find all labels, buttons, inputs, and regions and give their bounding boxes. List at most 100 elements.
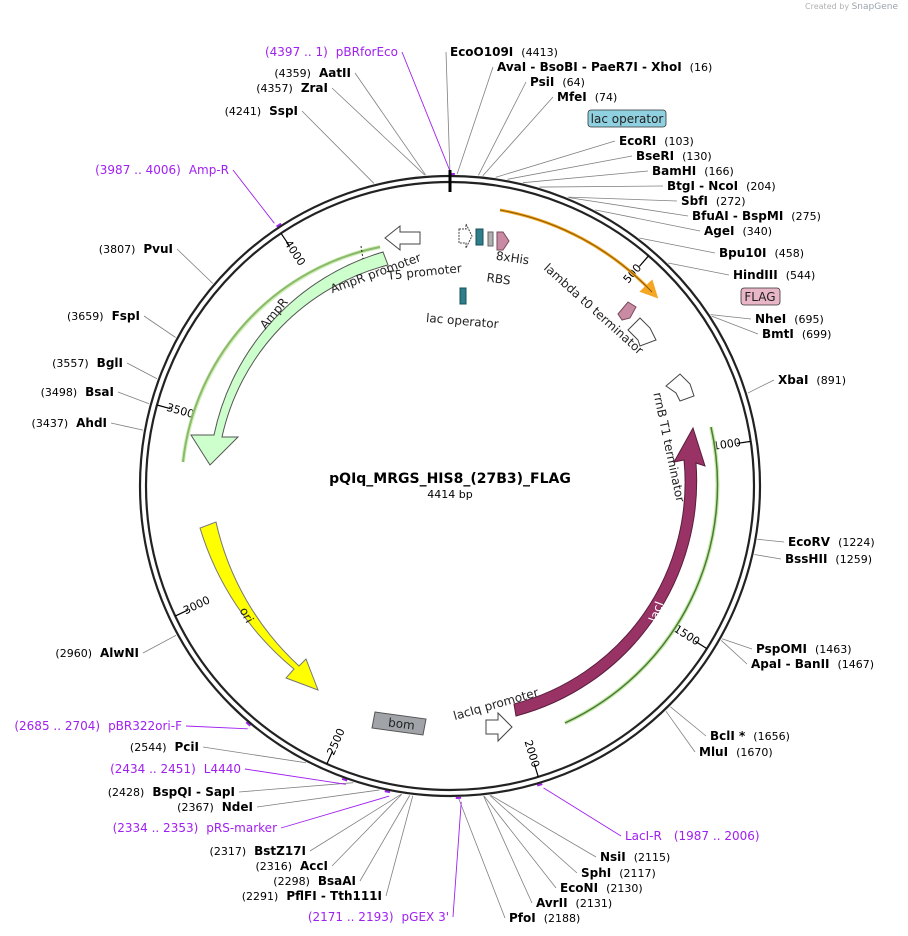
tick-mark (156, 404, 171, 410)
primer-binding-mark (276, 222, 282, 228)
rbs-box[interactable] (487, 231, 494, 247)
restriction-site-label[interactable]: (4359)AatII (274, 66, 351, 80)
leader-line (238, 782, 354, 793)
leader-line (490, 794, 597, 858)
his-tag-arrow[interactable] (496, 231, 510, 251)
restriction-site-label[interactable]: AvrII(2131) (536, 896, 612, 910)
lambda-terminator-arrow[interactable] (627, 317, 657, 347)
primer-binding-mark (384, 790, 391, 794)
restriction-site-label[interactable]: AgeI(340) (704, 224, 772, 238)
tick-mark (638, 255, 650, 267)
restriction-site-label[interactable]: SbfI(272) (681, 194, 746, 208)
restriction-site-label[interactable]: (3659)FspI (67, 309, 140, 323)
leader-line (720, 640, 748, 665)
restriction-site-label[interactable]: PsiI(64) (530, 75, 585, 89)
lac-operator-box-2[interactable] (459, 287, 467, 305)
tick-mark (280, 232, 290, 246)
primer-leader-line (232, 169, 275, 224)
leader-line (301, 110, 375, 184)
leader-line (202, 746, 307, 764)
restriction-site-label[interactable]: (3437)AhdI (32, 416, 107, 430)
restriction-site-label[interactable]: PfoI(2188) (509, 911, 580, 925)
bom-box[interactable] (371, 711, 427, 736)
restriction-site-label[interactable]: HindIII(544) (733, 268, 815, 282)
restriction-site-label[interactable]: (2317)BstZ17I (210, 844, 306, 858)
restriction-site-label[interactable]: BseRI(130) (636, 149, 712, 163)
tick-mark (174, 609, 189, 617)
restriction-site-label[interactable]: NheI(695) (755, 312, 824, 326)
restriction-site-label[interactable]: EcoNI(2130) (560, 881, 643, 895)
primer-leader-line (543, 787, 622, 837)
restriction-site-label[interactable]: (2428)BspQI - SapI (108, 785, 235, 799)
restriction-site-label[interactable]: BmtI(699) (762, 327, 831, 341)
tick-mark (736, 440, 751, 445)
leader-line (331, 87, 425, 176)
restriction-site-label[interactable]: (3807)PvuI (99, 242, 173, 256)
primer-label[interactable]: (2171 .. 2193)pGEX 3' (308, 910, 449, 924)
restriction-site-label[interactable]: EcoRI(103) (619, 134, 694, 148)
leader-line (567, 196, 678, 202)
restriction-site-label[interactable]: BssHII(1259) (785, 552, 872, 566)
leader-line (385, 795, 414, 897)
leader-line (309, 793, 402, 852)
restriction-site-label[interactable]: (3557)BglI (52, 356, 123, 370)
ampr-arrow[interactable] (190, 251, 389, 466)
restriction-site-label[interactable]: (2291)PflFI - Tth111I (242, 889, 382, 903)
restriction-site-label[interactable]: MluI(1670) (699, 745, 773, 759)
restriction-site-label[interactable]: Bpu10I(458) (719, 246, 804, 260)
restriction-site-label[interactable]: BfuAI - BspMI(275) (692, 209, 821, 223)
primer-label[interactable]: (2685 .. 2704)pBR322ori-F (14, 719, 182, 733)
laci-arrow[interactable] (513, 426, 706, 717)
restriction-site-label[interactable]: (2316)AccI (255, 859, 328, 873)
flag-tag-box[interactable] (740, 287, 781, 306)
flag-tag-label: FLAG (744, 290, 775, 304)
flag-arrow[interactable] (617, 301, 637, 321)
leader-line (747, 379, 775, 394)
rrnb-terminator-arrow[interactable] (665, 373, 695, 402)
primer-binding-mark (245, 721, 251, 727)
restriction-site-label[interactable]: EcoRV(1224) (788, 535, 875, 549)
restriction-site-label[interactable]: BtgI - NcoI(204) (667, 179, 776, 193)
leader-line (523, 170, 649, 184)
restriction-site-label[interactable]: XbaI(891) (778, 373, 846, 387)
lac-operator-box-1[interactable] (475, 228, 484, 246)
leader-line (721, 638, 753, 650)
restriction-site-labels: EcoO109I(4413)AvaI - BsoBI - PaeR7I - Xh… (32, 45, 875, 925)
restriction-site-label[interactable]: (3498)BsaI (41, 385, 114, 399)
leader-line (539, 185, 664, 188)
primer-label[interactable]: (4397 .. 1)pBRforEco (265, 45, 398, 59)
restriction-site-label[interactable]: ApaI - BanII(1467) (751, 657, 874, 671)
primer-label[interactable]: (3987 .. 4006)Amp-R (95, 163, 229, 177)
primer-label[interactable]: LacI-R(1987 .. 2006) (625, 829, 760, 843)
restriction-site-label[interactable]: BamHI(166) (652, 164, 734, 178)
restriction-site-label[interactable]: (2960)AlwNI (55, 646, 139, 660)
restriction-site-label[interactable]: (4241)SspI (225, 104, 298, 118)
primer-label[interactable]: (2434 .. 2451)L4440 (110, 762, 241, 776)
restriction-site-label[interactable]: AvaI - BsoBI - PaeR7I - XhoI(16) (497, 60, 712, 74)
leader-line (483, 795, 557, 889)
leader-line (668, 262, 730, 276)
ori-arrow[interactable] (199, 521, 319, 691)
lac-operator-tag-label: lac operator (591, 112, 664, 126)
lac-operator-tag-box[interactable] (587, 109, 667, 128)
restriction-site-label[interactable]: (2367)NdeI (177, 800, 253, 814)
laciq-promoter-arrow[interactable] (485, 711, 513, 743)
insert-orf-line (499, 209, 653, 293)
restriction-site-label[interactable]: BclI *(1656) (710, 729, 790, 743)
primer-label[interactable]: (2334 .. 2353)pRS-marker (113, 821, 277, 835)
restriction-site-label[interactable]: NsiI(2115) (600, 850, 670, 864)
restriction-site-label[interactable]: SphI(2117) (581, 866, 656, 880)
restriction-site-label[interactable]: (2544)PciI (130, 740, 199, 754)
leader-line (483, 796, 533, 904)
restriction-site-label[interactable]: (2298)BsaAI (273, 874, 356, 888)
t5-promoter-arrow[interactable] (458, 223, 473, 249)
leader-line (117, 391, 150, 405)
ampr-promoter-arrow[interactable] (384, 224, 421, 252)
leader-line (359, 795, 411, 882)
restriction-site-label[interactable]: EcoO109I(4413) (450, 45, 558, 59)
restriction-site-label[interactable]: (4357)ZraI (256, 81, 328, 95)
restriction-site-label[interactable]: MfeI(74) (557, 90, 617, 104)
restriction-site-label[interactable]: PspOMI(1463) (756, 642, 852, 656)
leader-line (458, 797, 506, 919)
